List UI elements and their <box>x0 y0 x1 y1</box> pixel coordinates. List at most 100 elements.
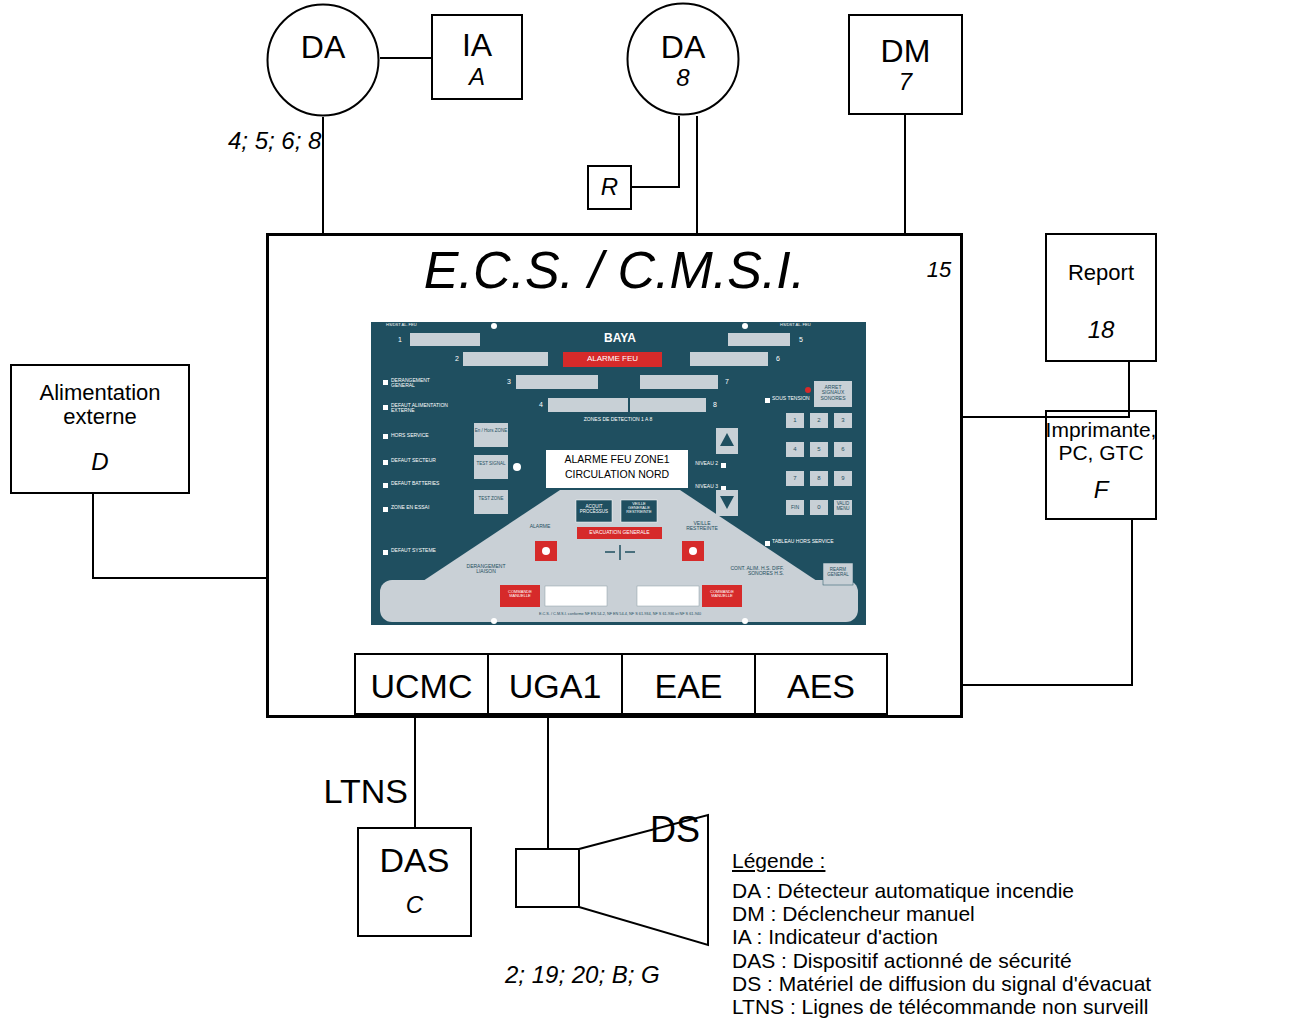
led <box>765 398 770 403</box>
keypad-key <box>786 442 804 457</box>
panel-caption: HS/DST AL. FEU <box>780 323 840 327</box>
panel-lower-area <box>420 490 820 583</box>
alarm-banner <box>563 352 662 367</box>
panel-caption: 4 <box>786 446 804 452</box>
led <box>721 463 726 468</box>
speaker-outline <box>515 848 580 908</box>
evacuation-banner <box>577 527 662 539</box>
led <box>383 405 388 410</box>
wire-connector <box>414 715 416 827</box>
legend-entry: LTNS : Lignes de télécommande non survei… <box>732 995 1148 1018</box>
keypad-key <box>786 413 804 428</box>
zone-bar <box>728 333 790 346</box>
detector-circle: DA8 <box>626 2 740 116</box>
module-box: UGA1 <box>487 653 623 715</box>
panel-caption: DERANGEMENT GENERAL <box>391 378 453 389</box>
label-window <box>637 586 699 606</box>
panel-caption: BAYA <box>585 332 655 345</box>
node-label: EAE <box>623 667 754 705</box>
keypad-key <box>810 442 828 457</box>
arrow-up-icon <box>720 433 734 446</box>
node-label: AES <box>756 667 886 705</box>
keypad-key <box>810 471 828 486</box>
legend-row: DM : Déclencheur manuel <box>732 902 975 925</box>
wire-connector <box>904 115 906 233</box>
keypad-key <box>786 471 804 486</box>
panel-caption: COMMANDE MANUELLE <box>703 590 741 598</box>
zone-bar <box>640 375 718 389</box>
wire-connector <box>93 494 266 578</box>
relay-box: R <box>587 165 632 210</box>
legend-entry: DA : Détecteur automatique incendie <box>732 879 1074 902</box>
panel-caption: 6 <box>773 355 783 362</box>
zone-bar <box>548 398 628 412</box>
speaker-body <box>516 849 579 907</box>
panel-caption: SOUS TENSION <box>772 396 832 401</box>
wire-connector <box>547 715 549 848</box>
callout-numbers: 4; 5; 6; 8 <box>228 128 398 153</box>
panel-caption: 1 <box>395 336 405 343</box>
arrows-icon <box>605 545 635 560</box>
wire-connector <box>963 362 1129 417</box>
node-label: 7 <box>850 69 961 96</box>
panel-caption: 7 <box>786 475 804 481</box>
node-label: D <box>12 449 188 476</box>
node-label: DA <box>266 30 380 66</box>
keypad-key <box>834 471 852 486</box>
zone-bar <box>516 375 598 389</box>
manual-call-box: DM7 <box>848 14 963 115</box>
panel-caption: 3 <box>834 417 852 423</box>
node-label: Alimentation externe <box>12 381 188 430</box>
legend-row: DAS : Dispositif actionné de sécurité <box>732 949 1072 972</box>
panel-caption: 6 <box>834 446 852 452</box>
node-label: 18 <box>1047 317 1155 344</box>
panel-caption: ZONES DE DETECTION 1 A 8 <box>548 417 688 422</box>
panel-screw <box>491 618 497 624</box>
panel-footer-text: E.C.S. / C.M.S.I. conforme NF EN 54-2, N… <box>405 612 835 616</box>
module-box: AES <box>754 653 888 715</box>
panel-caption: 0 <box>810 504 828 510</box>
manual-command-button <box>500 585 540 607</box>
panel-caption: TEST SIGNAL <box>474 462 508 467</box>
zone-bar <box>690 352 768 366</box>
module-box: EAE <box>621 653 756 715</box>
panel-button <box>716 428 738 454</box>
panel-caption: ALARME <box>522 524 558 529</box>
node-label: UCMC <box>356 667 487 705</box>
panel-caption: 9 <box>834 475 852 481</box>
panel-button <box>576 500 612 522</box>
keypad-key <box>810 413 828 428</box>
panel-caption: TABLEAU HORS SERVICE <box>772 539 852 544</box>
panel-button <box>474 490 508 514</box>
panel-caption: DEFAUT BATTERIES <box>391 481 453 486</box>
node-label: C <box>359 892 470 919</box>
panel-caption: 4 <box>536 401 546 408</box>
panel-caption: FIN <box>786 505 804 510</box>
led <box>383 550 388 555</box>
node-label: A <box>433 64 521 91</box>
panel-button <box>716 490 738 516</box>
node-label: R <box>589 174 630 201</box>
panel-caption: 8 <box>710 401 720 408</box>
node-label: DS <box>620 810 730 850</box>
panel-caption: VALID MENU <box>834 502 852 511</box>
zone-bar <box>463 352 548 366</box>
led <box>765 541 770 546</box>
report-box: Report18 <box>1045 233 1157 362</box>
panel-caption: ALARME FEU <box>563 355 662 363</box>
arrow-down-icon <box>720 496 734 509</box>
detector-circle: DA <box>266 3 380 117</box>
legend-row: DS : Matériel de diffusion du signal d'é… <box>732 972 1151 995</box>
bulb-icon <box>513 463 521 471</box>
panel-caption: 2 <box>452 355 462 362</box>
power-supply-box: Alimentation externeD <box>10 364 190 494</box>
panel-caption: CONT. ALIM. H.S. DIFF. SONORES H.S. <box>712 566 784 577</box>
panel-screw <box>742 618 748 624</box>
panel-caption: HORS SERVICE <box>391 433 453 438</box>
panel-button <box>823 563 853 585</box>
wire-connector <box>963 520 1132 685</box>
panel-caption: ACQUIT PROCESSUS <box>576 505 612 514</box>
legend-row: LTNS : Lignes de télécommande non survei… <box>732 995 1148 1018</box>
